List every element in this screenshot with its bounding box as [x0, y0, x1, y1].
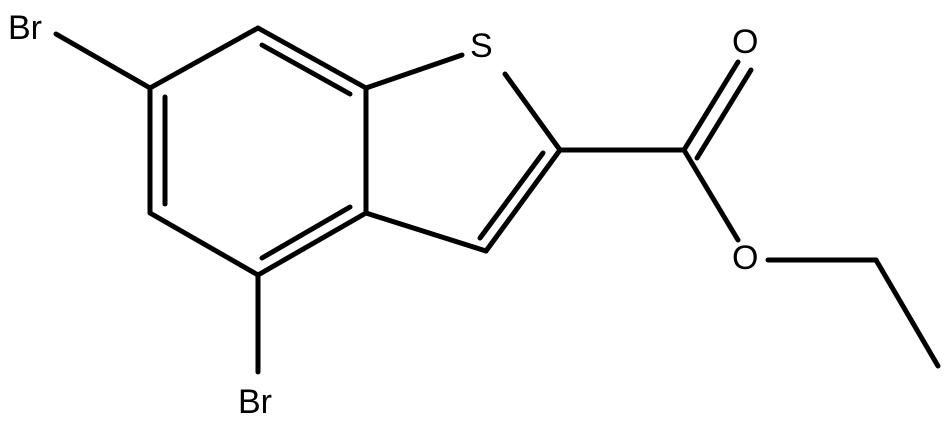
bond-c7-c7a	[255, 25, 369, 91]
bond-c7a-s1	[363, 52, 465, 91]
bond-c7-c7a-inner	[259, 42, 353, 97]
bond-c2-c3-inner	[477, 150, 546, 241]
bond-ch2-ch3	[873, 257, 941, 369]
atom-label-br-6: Br	[8, 9, 42, 47]
atom-label-oxygen-ester: O	[732, 239, 758, 277]
bond-c4-c5	[147, 210, 261, 278]
bond-s1-c2	[502, 71, 563, 153]
atom-label-br-4: Br	[238, 383, 272, 421]
ethyl-ester-group	[557, 59, 941, 369]
atom-label-sulfur: S	[470, 27, 493, 65]
bond-ccarbonyl-oester	[681, 147, 741, 243]
bond-carbonyl-double-2	[694, 67, 754, 161]
bond-c6-br	[53, 31, 153, 91]
bond-c2-c3	[483, 147, 563, 254]
bond-c6-c7	[147, 25, 261, 91]
bond-c3-c3a	[363, 210, 489, 254]
atom-label-oxygen-carbonyl: O	[732, 23, 758, 61]
bond-carbonyl-double-1	[681, 59, 741, 153]
bond-c3a-c4	[255, 210, 369, 278]
bond-c3a-c4-inner	[259, 204, 353, 261]
benzene-ring	[147, 25, 369, 278]
thiophene-ring	[363, 52, 563, 254]
